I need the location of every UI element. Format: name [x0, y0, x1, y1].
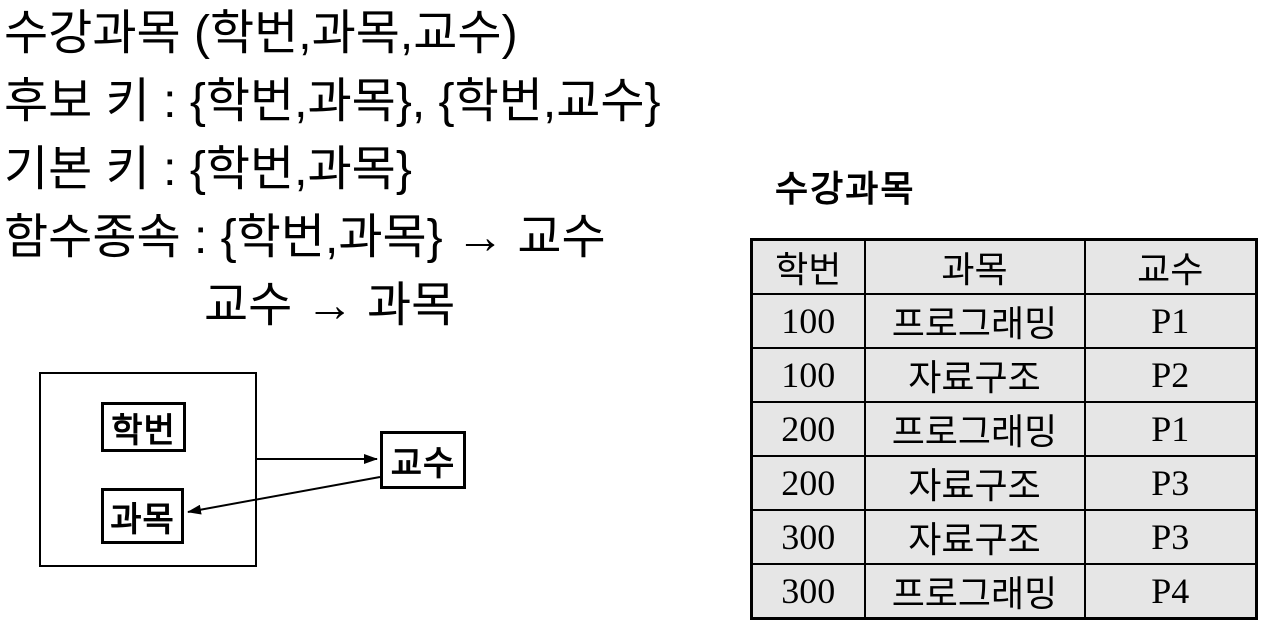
cell-subject: 프로그래밍	[863, 563, 1086, 620]
functional-dependency-line-2: 교수 → 과목	[204, 279, 456, 332]
dependency-diagram: 학번 과목 교수	[0, 360, 490, 600]
table-row: 300 자료구조 P3	[750, 509, 1258, 565]
cell-professor: P1	[1083, 293, 1258, 349]
cell-student-id: 300	[750, 563, 866, 620]
node-student-id-label: 학번	[111, 411, 176, 450]
candidate-key-line: 후보 키 : {학번,과목}, {학번,교수}	[4, 75, 661, 128]
relation-schema-line: 수강과목 (학번,과목,교수)	[4, 7, 518, 60]
column-header-professor: 교수	[1083, 238, 1258, 295]
enrollment-table: 학번 과목 교수 100 프로그래밍 P1 100 자료구조 P2 200 프로…	[750, 238, 1258, 620]
column-header-subject: 과목	[863, 238, 1086, 295]
node-subject: 과목	[101, 488, 184, 544]
cell-student-id: 300	[750, 509, 866, 565]
cell-subject: 자료구조	[863, 347, 1086, 403]
table-row: 100 자료구조 P2	[750, 347, 1258, 403]
cell-professor: P3	[1083, 455, 1258, 511]
table-title: 수강과목	[775, 168, 916, 209]
relation-box	[39, 372, 257, 567]
node-professor-label: 교수	[390, 444, 456, 483]
primary-key-line: 기본 키 : {학번,과목}	[4, 143, 412, 196]
cell-professor: P4	[1083, 563, 1258, 620]
column-header-student-id: 학번	[750, 238, 866, 295]
cell-student-id: 100	[750, 347, 866, 403]
functional-dependency-line-1: 함수종속 : {학번,과목} → 교수	[4, 211, 606, 264]
table-row: 200 프로그래밍 P1	[750, 401, 1258, 457]
cell-subject: 자료구조	[863, 455, 1086, 511]
cell-subject: 프로그래밍	[863, 293, 1086, 349]
cell-professor: P2	[1083, 347, 1258, 403]
node-professor: 교수	[380, 431, 466, 489]
table-row: 100 프로그래밍 P1	[750, 293, 1258, 349]
cell-professor: P1	[1083, 401, 1258, 457]
table-header-row: 학번 과목 교수	[750, 238, 1258, 295]
cell-student-id: 200	[750, 455, 866, 511]
cell-professor: P3	[1083, 509, 1258, 565]
cell-student-id: 200	[750, 401, 866, 457]
node-student-id: 학번	[101, 402, 186, 452]
cell-subject: 자료구조	[863, 509, 1086, 565]
cell-subject: 프로그래밍	[863, 401, 1086, 457]
cell-student-id: 100	[750, 293, 866, 349]
node-subject-label: 과목	[110, 500, 175, 539]
table-row: 200 자료구조 P3	[750, 455, 1258, 511]
table-row: 300 프로그래밍 P4	[750, 563, 1258, 620]
schema-definition: 수강과목 (학번,과목,교수) 후보 키 : {학번,과목}, {학번,교수} …	[4, 0, 784, 340]
